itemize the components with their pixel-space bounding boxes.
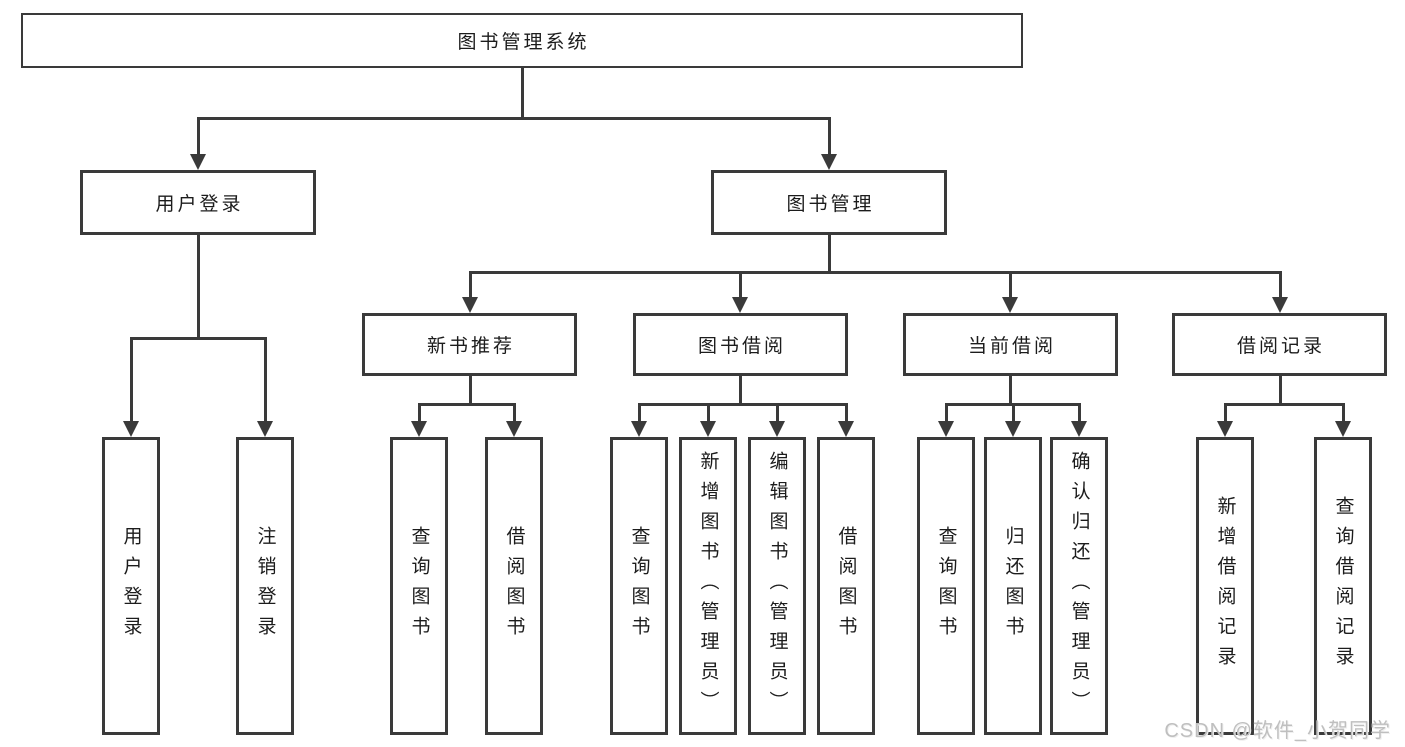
leaf-recommend-borrow-books: 借阅图书	[485, 437, 543, 735]
leaf-current-return-books-label: 归还图书	[1002, 526, 1024, 646]
node-new-book-recommend: 新书推荐	[362, 313, 577, 376]
node-book-management: 图书管理	[711, 170, 947, 235]
leaf-borrow-borrow-books: 借阅图书	[817, 437, 875, 735]
leaf-records-add-record: 新增借阅记录	[1196, 437, 1254, 735]
leaf-borrow-borrow-books-label: 借阅图书	[835, 526, 857, 646]
leaf-current-confirm-return-label: 确认归还（管理员）	[1068, 451, 1090, 721]
node-book-borrow-label: 图书借阅	[697, 336, 786, 357]
connector-book-borrow-bar	[637, 403, 848, 406]
leaf-borrow-add-books-label: 新增图书（管理员）	[697, 451, 719, 721]
node-current-borrow-label: 当前借阅	[967, 336, 1056, 357]
node-user-login: 用户登录	[80, 170, 316, 235]
leaf-borrow-edit-books-label: 编辑图书（管理员）	[766, 451, 788, 721]
leaf-current-confirm-return: 确认归还（管理员）	[1050, 437, 1108, 735]
node-root-label: 图书管理系统	[457, 32, 590, 53]
node-root: 图书管理系统	[21, 13, 1023, 68]
leaf-recommend-query-books-label: 查询图书	[408, 526, 430, 646]
leaf-current-query-books-label: 查询图书	[935, 526, 957, 646]
connector-book-borrow-stem	[738, 376, 742, 405]
node-current-borrow: 当前借阅	[903, 313, 1118, 376]
connector-book-management-stem	[827, 235, 831, 274]
connector-root-bar	[196, 117, 831, 120]
leaf-logout-label: 注销登录	[254, 526, 276, 646]
leaf-records-add-record-label: 新增借阅记录	[1214, 496, 1236, 676]
connector-user-login-stem	[196, 235, 200, 339]
node-borrow-records: 借阅记录	[1172, 313, 1387, 376]
connector-borrow-records-bar	[1223, 403, 1345, 406]
connector-new-book-recommend-bar	[417, 403, 516, 406]
node-user-login-label: 用户登录	[155, 194, 244, 215]
leaf-borrow-edit-books: 编辑图书（管理员）	[748, 437, 806, 735]
connector-book-management-bar	[468, 271, 1282, 274]
connector-borrow-records-stem	[1278, 376, 1282, 405]
leaf-borrow-query-books-label: 查询图书	[628, 526, 650, 646]
connector-new-book-recommend-stem	[468, 376, 472, 405]
node-book-borrow: 图书借阅	[633, 313, 848, 376]
leaf-records-query-record: 查询借阅记录	[1314, 437, 1372, 735]
csdn-watermark: CSDN @软件_小贺同学	[1164, 720, 1391, 742]
connector-root-stem	[520, 68, 524, 120]
connector-user-login-bar	[129, 337, 267, 340]
leaf-recommend-borrow-books-label: 借阅图书	[503, 526, 525, 646]
connector-current-borrow-bar	[944, 403, 1081, 406]
leaf-borrow-add-books: 新增图书（管理员）	[679, 437, 737, 735]
leaf-logout: 注销登录	[236, 437, 294, 735]
node-book-management-label: 图书管理	[786, 194, 875, 215]
connector-current-borrow-stem	[1008, 376, 1012, 405]
leaf-user-login-label: 用户登录	[120, 526, 142, 646]
node-borrow-records-label: 借阅记录	[1236, 336, 1325, 357]
leaf-records-query-record-label: 查询借阅记录	[1332, 496, 1354, 676]
leaf-current-return-books: 归还图书	[984, 437, 1042, 735]
node-new-book-recommend-label: 新书推荐	[426, 336, 515, 357]
leaf-current-query-books: 查询图书	[917, 437, 975, 735]
leaf-user-login: 用户登录	[102, 437, 160, 735]
leaf-borrow-query-books: 查询图书	[610, 437, 668, 735]
leaf-recommend-query-books: 查询图书	[390, 437, 448, 735]
